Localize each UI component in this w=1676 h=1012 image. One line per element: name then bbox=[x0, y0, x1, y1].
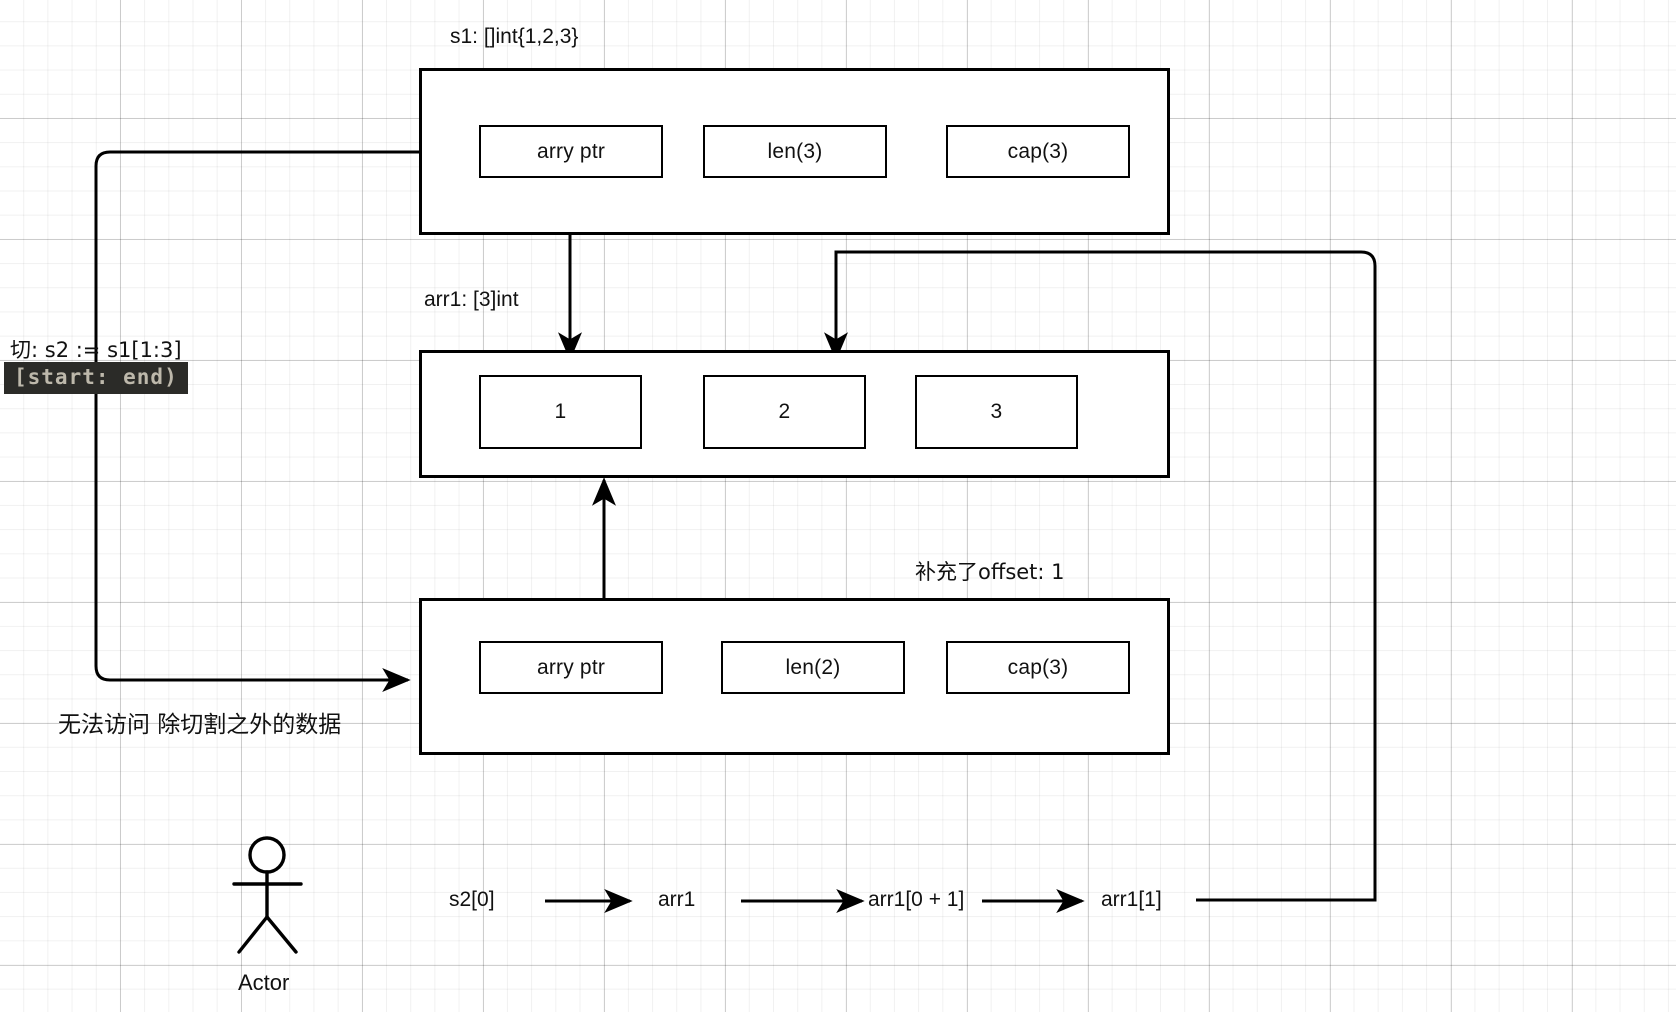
actor-figure bbox=[232, 836, 303, 954]
no-access-note: 无法访问 除切割之外的数据 bbox=[58, 712, 342, 738]
s1-title: s1: []int{1,2,3} bbox=[450, 25, 579, 48]
actor-label: Actor bbox=[238, 970, 290, 995]
flow-step-arr1: arr1 bbox=[658, 888, 696, 911]
s2-field-cap[interactable]: cap(3) bbox=[946, 641, 1130, 694]
s2-field-arry-ptr[interactable]: arry ptr bbox=[479, 641, 663, 694]
range-notation-chip: [start: end) bbox=[4, 362, 188, 395]
flow-step-s2-0: s2[0] bbox=[449, 888, 495, 911]
actor-leg-left bbox=[237, 915, 269, 954]
slice-expression-note: 切: s2 := s1[1:3] bbox=[10, 338, 182, 362]
connector-arr1idx1-to-element2 bbox=[824, 250, 1377, 902]
actor-head bbox=[248, 836, 286, 874]
arr1-element-1[interactable]: 2 bbox=[703, 375, 866, 449]
actor-leg-right bbox=[265, 915, 298, 954]
arr1-element-2[interactable]: 3 bbox=[915, 375, 1078, 449]
s1-field-len[interactable]: len(3) bbox=[703, 125, 887, 178]
arr1-title: arr1: [3]int bbox=[424, 288, 519, 311]
flow-step-arr1-0-plus-1: arr1[0 + 1] bbox=[868, 888, 965, 911]
arr1-element-0[interactable]: 1 bbox=[479, 375, 642, 449]
s2-field-len[interactable]: len(2) bbox=[721, 641, 905, 694]
s1-field-arry-ptr[interactable]: arry ptr bbox=[479, 125, 663, 178]
flow-step-arr1-1: arr1[1] bbox=[1101, 888, 1162, 911]
offset-note: 补充了offset: 1 bbox=[915, 560, 1065, 584]
connector-s1-to-s2-left-route bbox=[94, 150, 419, 692]
s1-field-cap[interactable]: cap(3) bbox=[946, 125, 1130, 178]
